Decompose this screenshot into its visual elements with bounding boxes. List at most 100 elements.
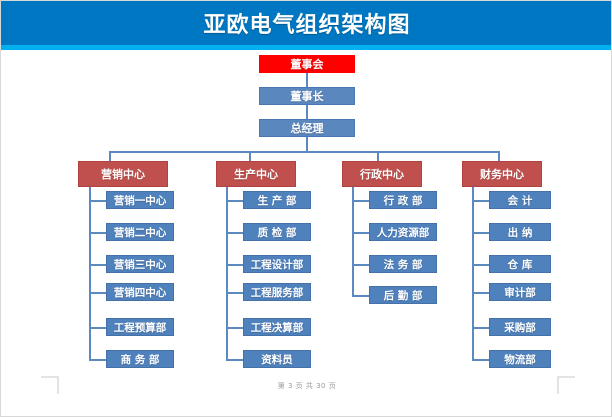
node-label: 仓 库: [507, 258, 533, 271]
node-label: 法 务 部: [383, 258, 423, 271]
node-label: 董事长: [290, 90, 324, 103]
node-dept-quality-inspection[interactable]: 质 检 部: [243, 223, 311, 241]
node-label: 工程决算部: [250, 321, 304, 334]
connector-spine-marketing: [89, 187, 91, 359]
node-label: 工程设计部: [250, 258, 304, 271]
node-dept-production[interactable]: 生 产 部: [243, 191, 311, 209]
node-dept-cashier[interactable]: 出 纳: [489, 223, 551, 241]
node-center-finance[interactable]: 财务中心: [462, 161, 542, 187]
node-center-marketing[interactable]: 营销中心: [78, 161, 168, 187]
node-label: 生产中心: [234, 168, 278, 181]
node-dept-marketing-3[interactable]: 营销三中心: [106, 255, 174, 273]
node-chairman[interactable]: 董事长: [259, 87, 355, 105]
connector-gm-stem: [306, 137, 308, 151]
node-label: 生 产 部: [257, 194, 297, 207]
node-label: 营销三中心: [113, 258, 167, 271]
connector-branch: [472, 327, 489, 329]
node-label: 营销中心: [101, 168, 145, 181]
node-dept-marketing-1[interactable]: 营销一中心: [106, 191, 174, 209]
connector-branch: [89, 327, 106, 329]
connector-branch: [352, 295, 369, 297]
node-label: 商 务 部: [120, 353, 160, 366]
node-label: 会 计: [507, 194, 533, 207]
connector-chairman-gm: [306, 105, 308, 119]
org-chart: 董事会 董事长 总经理 营销中心 营销一中心: [1, 52, 611, 416]
connector-branch: [226, 232, 243, 234]
connector-branch: [472, 264, 489, 266]
node-label: 营销四中心: [113, 286, 167, 299]
page-footer: 第 3 页 共 30 页: [277, 382, 337, 390]
node-label: 工程预算部: [113, 321, 167, 334]
connector-bus: [109, 151, 499, 153]
node-center-administration[interactable]: 行政中心: [342, 161, 422, 187]
connector-branch: [472, 200, 489, 202]
connector-branch: [226, 359, 243, 361]
node-label: 审计部: [504, 286, 536, 299]
crop-mark-bottom-right: [557, 376, 575, 394]
connector-branch: [472, 292, 489, 294]
banner-accent-strip: [1, 45, 611, 50]
node-label: 工程服务部: [250, 286, 304, 299]
node-label: 出 纳: [507, 226, 533, 239]
crop-mark-bottom-left: [41, 376, 59, 394]
node-center-production[interactable]: 生产中心: [216, 161, 296, 187]
connector-branch: [89, 232, 106, 234]
connector-drop-production: [249, 151, 251, 161]
node-label: 行 政 部: [383, 194, 423, 207]
node-dept-legal-affairs[interactable]: 法 务 部: [369, 255, 437, 273]
node-label: 营销一中心: [113, 194, 167, 207]
connector-branch: [472, 232, 489, 234]
node-label: 财务中心: [480, 168, 524, 181]
node-label: 采购部: [504, 321, 536, 334]
connector-spine-finance: [472, 187, 474, 359]
connector-drop-marketing: [109, 151, 111, 161]
node-dept-administration[interactable]: 行 政 部: [369, 191, 437, 209]
node-dept-marketing-4[interactable]: 营销四中心: [106, 283, 174, 301]
connector-spine-production: [226, 187, 228, 359]
node-board-of-directors[interactable]: 董事会: [259, 55, 355, 73]
node-dept-engineering-budget[interactable]: 工程预算部: [106, 318, 174, 336]
connector-branch: [89, 264, 106, 266]
node-label: 人力资源部: [376, 226, 430, 239]
node-general-manager[interactable]: 总经理: [259, 119, 355, 137]
node-label: 质 检 部: [257, 226, 297, 239]
connector-branch: [352, 232, 369, 234]
node-dept-business[interactable]: 商 务 部: [106, 350, 174, 368]
node-dept-engineering-design[interactable]: 工程设计部: [243, 255, 311, 273]
title-banner: 亚欧电气组织架构图: [1, 1, 611, 45]
node-label: 资料员: [261, 353, 293, 366]
connector-drop-finance: [498, 151, 500, 161]
node-dept-engineering-settlement[interactable]: 工程决算部: [243, 318, 311, 336]
connector-branch: [226, 292, 243, 294]
node-dept-marketing-2[interactable]: 营销二中心: [106, 223, 174, 241]
node-label: 营销二中心: [113, 226, 167, 239]
node-dept-purchasing[interactable]: 采购部: [489, 318, 551, 336]
connector-branch: [226, 327, 243, 329]
node-label: 董事会: [290, 58, 324, 71]
node-label: 后 勤 部: [383, 289, 423, 302]
node-dept-documentation-clerk[interactable]: 资料员: [243, 350, 311, 368]
connector-branch: [89, 359, 106, 361]
connector-branch: [226, 200, 243, 202]
connector-branch: [89, 292, 106, 294]
connector-branch: [352, 200, 369, 202]
connector-branch: [226, 264, 243, 266]
connector-root-chairman: [306, 73, 308, 87]
node-label: 物流部: [504, 353, 536, 366]
connector-branch: [89, 200, 106, 202]
connector-branch: [472, 359, 489, 361]
page-title: 亚欧电气组织架构图: [203, 13, 411, 38]
node-dept-human-resources[interactable]: 人力资源部: [369, 223, 437, 241]
connector-spine-administration: [352, 187, 354, 295]
node-label: 总经理: [290, 122, 324, 135]
connector-drop-administration: [377, 151, 379, 161]
node-dept-warehouse[interactable]: 仓 库: [489, 255, 551, 273]
banner-separator: [1, 50, 611, 52]
node-label: 行政中心: [360, 168, 404, 181]
node-dept-logistics-support[interactable]: 后 勤 部: [369, 286, 437, 304]
node-dept-audit[interactable]: 审计部: [489, 283, 551, 301]
node-dept-accounting[interactable]: 会 计: [489, 191, 551, 209]
node-dept-engineering-service[interactable]: 工程服务部: [243, 283, 311, 301]
node-dept-logistics[interactable]: 物流部: [489, 350, 551, 368]
